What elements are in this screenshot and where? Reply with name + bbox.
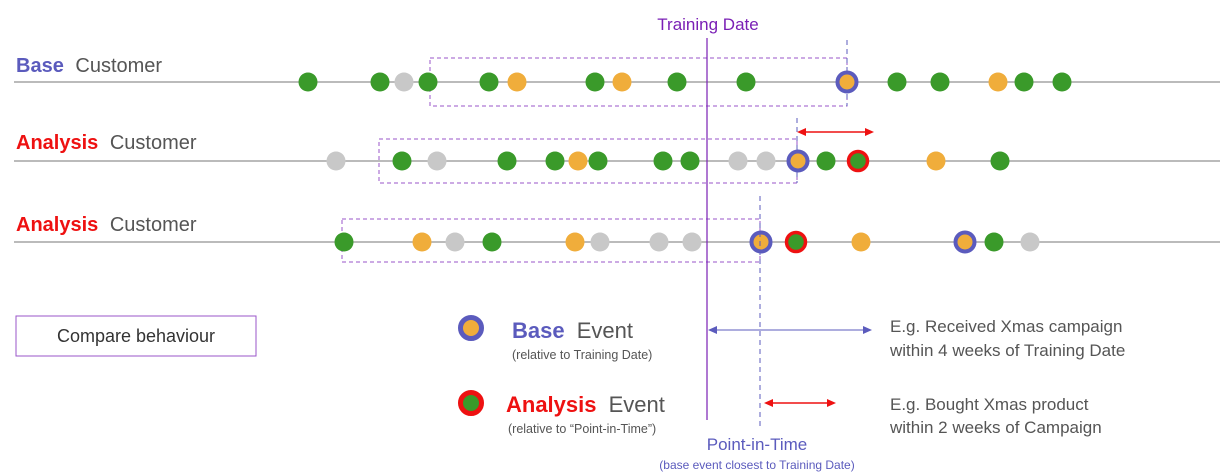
orange-event-dot (568, 151, 588, 171)
base-event-dot (835, 70, 859, 94)
gray-event-dot (445, 232, 465, 252)
green-event-dot (370, 72, 390, 92)
green-event-dot (497, 151, 517, 171)
row-2-analysis-window-arrow (797, 128, 874, 136)
row-3-title: Analysis Customer (16, 214, 197, 236)
point-in-time-note: (base event closest to Training Date) (659, 458, 854, 472)
green-event-dot (667, 72, 687, 92)
gray-event-dot (682, 232, 702, 252)
compare-behaviour-box: Compare behaviour (15, 315, 257, 357)
row-analysis-customer-2: Analysis Customer (14, 214, 1220, 263)
green-event-dot (298, 72, 318, 92)
base-event-note: (relative to Training Date) (512, 348, 652, 362)
legend-analysis-event: Analysis Event (relative to “Point-in-Ti… (458, 390, 1102, 437)
orange-event-dot (565, 232, 585, 252)
point-in-time-caption: Point-in-Time (base event closest to Tra… (659, 435, 854, 472)
gray-event-dot (649, 232, 669, 252)
analysis-event-title-rest: Event (609, 392, 665, 417)
training-date-label: Training Date (657, 15, 758, 34)
green-event-dot (585, 72, 605, 92)
base-event-icon (458, 315, 484, 341)
base-event-example-line-1: E.g. Received Xmas campaign (890, 317, 1122, 336)
analysis-event-title: Analysis Event (506, 392, 665, 417)
green-event-dot (482, 232, 502, 252)
gray-event-dot (756, 151, 776, 171)
gray-event-dot (427, 151, 447, 171)
analysis-event-icon (458, 390, 484, 416)
green-event-dot (1052, 72, 1072, 92)
green-event-dot (816, 151, 836, 171)
training-date-marker: Training Date (657, 15, 759, 420)
gray-event-dot (326, 151, 346, 171)
row-1-title: Base Customer (16, 55, 162, 77)
base-event-dot (786, 149, 810, 173)
green-event-dot (479, 72, 499, 92)
orange-event-dot (507, 72, 527, 92)
legend-base-event: Base Event (relative to Training Date) E… (458, 315, 1125, 362)
green-event-dot (990, 151, 1010, 171)
row-2-events (326, 149, 1010, 173)
base-event-title: Base Event (512, 318, 633, 343)
analysis-event-example-line-2: within 2 weeks of Campaign (889, 418, 1102, 437)
green-event-dot (1014, 72, 1034, 92)
green-event-dot (930, 72, 950, 92)
green-event-dot (984, 232, 1004, 252)
row-2-title: Analysis Customer (16, 132, 197, 154)
row-analysis-customer-1: Analysis Customer (14, 118, 1220, 184)
row-1-title-bold: Base (16, 55, 64, 77)
base-event-title-rest: Event (577, 318, 633, 343)
green-event-dot (418, 72, 438, 92)
base-event-title-bold: Base (512, 318, 565, 343)
green-event-dot (736, 72, 756, 92)
point-in-time-label: Point-in-Time (707, 435, 807, 454)
base-event-window-arrow (708, 326, 872, 334)
base-event-example-line-2: within 4 weeks of Training Date (889, 341, 1125, 360)
analysis-event-note: (relative to “Point-in-Time”) (508, 422, 656, 436)
orange-event-dot (612, 72, 632, 92)
base-event-dot (953, 230, 977, 254)
orange-event-dot (412, 232, 432, 252)
row-3-title-bold: Analysis (16, 214, 98, 236)
green-event-dot (392, 151, 412, 171)
analysis-event-title-bold: Analysis (506, 392, 597, 417)
row-base-customer: Base Customer (14, 40, 1220, 107)
row-2-title-bold: Analysis (16, 132, 98, 154)
gray-event-dot (394, 72, 414, 92)
green-event-dot (334, 232, 354, 252)
analysis-event-example-line-1: E.g. Bought Xmas product (890, 395, 1089, 414)
orange-event-dot (851, 232, 871, 252)
row-3-events (334, 230, 1040, 254)
green-event-dot (545, 151, 565, 171)
green-event-dot (588, 151, 608, 171)
green-event-dot (887, 72, 907, 92)
analysis-event-dot (846, 149, 870, 173)
base-event-dot (749, 230, 773, 254)
green-event-dot (680, 151, 700, 171)
gray-event-dot (590, 232, 610, 252)
row-3-title-rest: Customer (110, 214, 197, 236)
orange-event-dot (988, 72, 1008, 92)
gray-event-dot (1020, 232, 1040, 252)
compare-behaviour-label: Compare behaviour (57, 326, 215, 346)
row-2-title-rest: Customer (110, 132, 197, 154)
row-1-events (298, 70, 1072, 94)
orange-event-dot (926, 151, 946, 171)
analysis-event-dot (784, 230, 808, 254)
analysis-event-window-arrow (764, 399, 836, 407)
green-event-dot (653, 151, 673, 171)
gray-event-dot (728, 151, 748, 171)
row-1-title-rest: Customer (75, 55, 162, 77)
